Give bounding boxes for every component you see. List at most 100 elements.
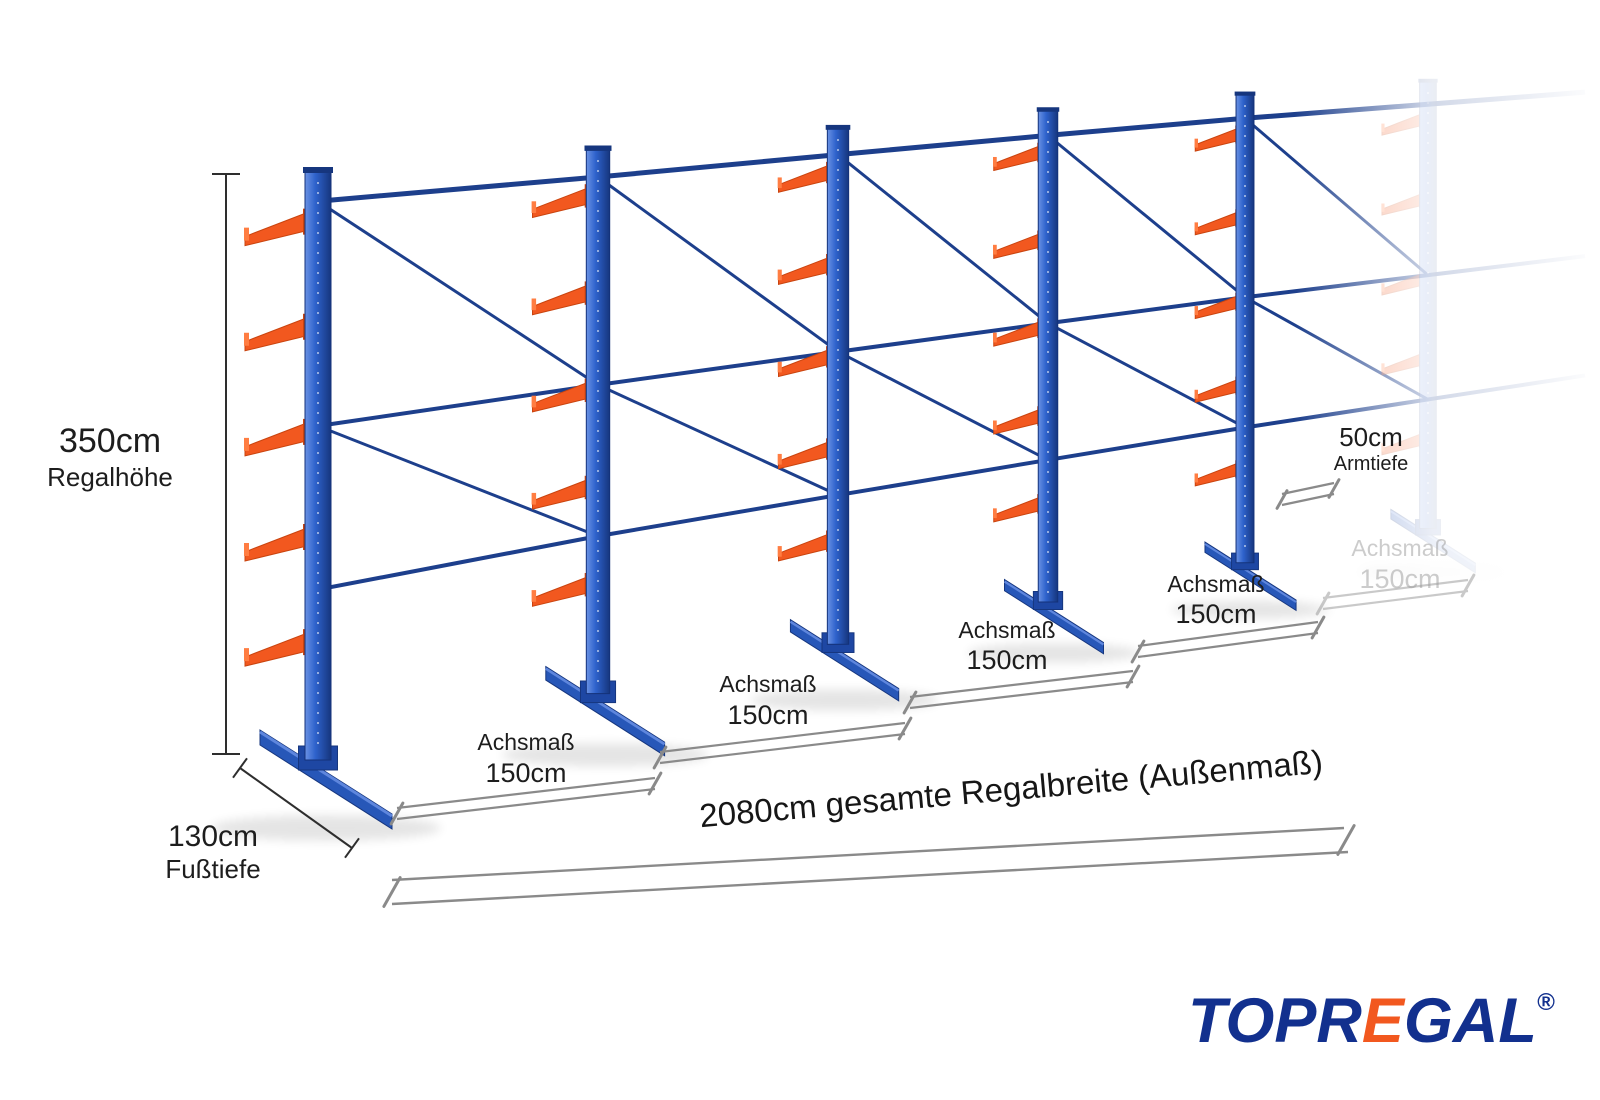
brand-logo: TOPREGAL®: [1188, 986, 1555, 1056]
diagonal-brace: [317, 199, 599, 387]
diagonal-brace: [837, 350, 1049, 462]
arm-tip-lip: [1194, 138, 1199, 148]
axis-value: 150cm: [1359, 564, 1440, 594]
cantilever-arm: [1194, 378, 1239, 403]
upright-column: [304, 171, 332, 761]
arm-tip-lip: [244, 543, 249, 556]
cantilever-arm: [532, 284, 589, 316]
cantilever-arm: [993, 320, 1041, 347]
foot-depth-dimension: 130cm Fußtiefe: [165, 820, 260, 884]
axis-value: 150cm: [966, 645, 1047, 675]
column-cap: [825, 124, 851, 130]
cantilever-arm: [244, 422, 308, 457]
cantilever-arm: [1194, 127, 1239, 152]
cantilever-arm: [532, 187, 589, 219]
arm-tip-lip: [531, 492, 537, 505]
upright-2: [531, 145, 666, 757]
cantilever-arm: [532, 381, 589, 413]
axis-label: Achsmaß: [477, 729, 574, 755]
upright-5: [1194, 91, 1297, 612]
cantilever-arm: [1194, 462, 1239, 487]
dimension-tick: [1130, 639, 1146, 664]
cantilever-arm: [993, 145, 1041, 172]
logo-suffix: GAL: [1404, 986, 1537, 1056]
cantilever-arm: [778, 256, 830, 285]
height-label: Regalhöhe: [47, 462, 173, 492]
arm-depth-label: Armtiefe: [1334, 453, 1408, 475]
fade-gradient: [1295, 30, 1600, 760]
upright-4: [993, 107, 1105, 655]
arm-tip-lip: [1194, 389, 1199, 399]
cantilever-arm: [778, 348, 830, 378]
cantilever-arm: [778, 164, 830, 193]
dimension-tick: [382, 876, 402, 908]
dimension-lines: [212, 173, 1476, 908]
dimension-tick: [902, 690, 918, 715]
dimension-tick: [1310, 615, 1326, 640]
arm-tip-lip: [993, 332, 997, 343]
axis-value: 150cm: [485, 758, 566, 788]
total-width-dimension-line: [391, 826, 1345, 882]
dimension-tick: [647, 771, 663, 796]
cantilever-arm: [993, 232, 1041, 259]
cantilever-arm: [532, 575, 589, 607]
cantilever-arm: [244, 211, 308, 247]
fade-overlay: [1295, 30, 1600, 760]
foot-depth-dimension-line: [239, 767, 353, 849]
cantilever-arm: [244, 527, 308, 562]
diagonal-brace: [1047, 134, 1246, 299]
axis-dimension-line: [1315, 573, 1476, 616]
cantilever-arm: [532, 478, 589, 510]
axis-dimension-line: [1130, 615, 1326, 664]
axis-label: Achsmaß: [958, 617, 1055, 643]
axis-label: Achsmaß: [719, 671, 816, 697]
axis-dimension-line: [902, 664, 1141, 715]
column-cap: [584, 145, 612, 151]
axis-dimension-2: Achsmaß 150cm: [719, 671, 816, 730]
cantilever-arm: [993, 408, 1041, 435]
diagonal-brace: [597, 383, 839, 497]
arm-tip-lip: [777, 453, 782, 465]
logo-registered-icon: ®: [1537, 989, 1555, 1016]
arm-tip-lip: [531, 201, 537, 213]
arm-tip-lip: [993, 156, 997, 167]
dimension-tick: [652, 745, 668, 770]
diagonal-brace: [1047, 321, 1246, 429]
arm-tip-lip: [531, 395, 537, 408]
cantilever-arm: [778, 533, 830, 562]
arm-tip-lip: [777, 546, 782, 557]
height-value: 350cm: [59, 422, 161, 460]
axis-label: Achsmaß: [1167, 571, 1264, 597]
arm-tip-lip: [244, 437, 249, 451]
arm-tip-lip: [777, 269, 782, 281]
arm-tip-lip: [1194, 222, 1199, 232]
foot-depth-value: 130cm: [168, 820, 258, 853]
upright-1: [244, 167, 393, 830]
arm-tip-lip: [244, 332, 249, 346]
dimension-tick: [1336, 824, 1356, 856]
arm-tip-lip: [1194, 473, 1199, 483]
diagonal-brace: [837, 153, 1049, 325]
arm-tip-lip: [244, 648, 249, 662]
dimension-tick: [1315, 591, 1331, 616]
arm-tip-lip: [1194, 306, 1199, 316]
upright-column: [826, 128, 850, 645]
dimension-tick: [389, 801, 405, 826]
axis-dimension-5-faded: Achsmaß 150cm: [1351, 535, 1448, 594]
foot-depth-label: Fußtiefe: [165, 854, 260, 884]
arm-depth-value: 50cm: [1339, 422, 1403, 452]
arm-tip-lip: [993, 508, 997, 519]
dimension-tick: [1327, 478, 1341, 499]
axis-dimension-1: Achsmaß 150cm: [477, 729, 574, 788]
dimension-tick: [1125, 664, 1141, 689]
cantilever-arm: [1194, 211, 1239, 236]
arm-tip-lip: [777, 177, 782, 189]
column-cap: [1234, 91, 1256, 96]
diagonal-brace: [317, 424, 599, 538]
cantilever-arm: [778, 440, 830, 470]
upright-3: [777, 124, 900, 702]
cantilever-arm: [244, 317, 308, 352]
arm-depth-dimension-line: [1281, 481, 1335, 496]
dimension-tick: [897, 716, 913, 741]
